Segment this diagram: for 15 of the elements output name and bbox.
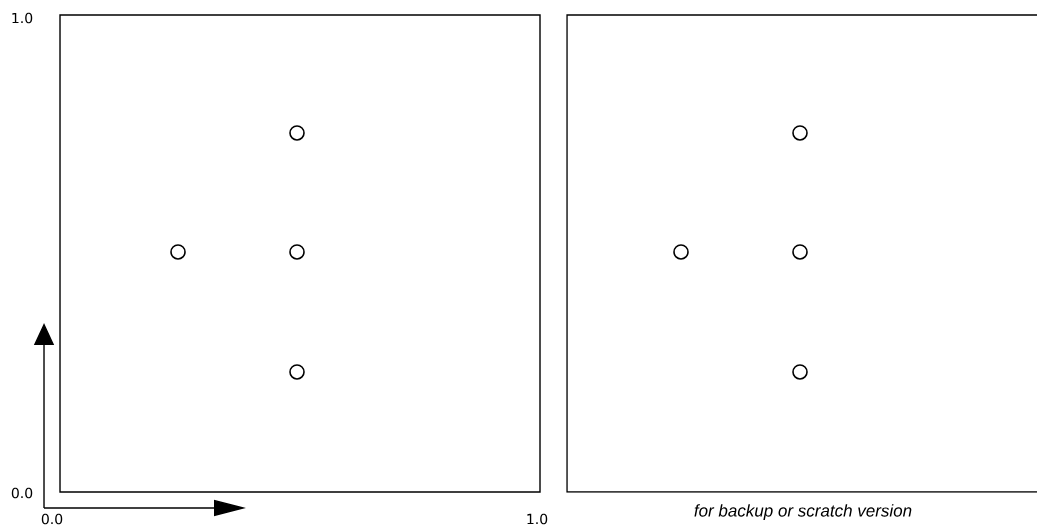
circle (289, 244, 305, 260)
axis-value: 0.0 (41, 513, 63, 525)
circle (792, 364, 808, 380)
circle (673, 244, 689, 260)
axis-value: 1.0 (527, 513, 548, 525)
axis-value: 1.0 (12, 12, 33, 24)
box-label: for backup or scratch version (694, 504, 912, 521)
axis-value: 0.0 (11, 487, 33, 499)
circle (289, 364, 305, 380)
circle (792, 244, 808, 260)
circle (792, 125, 808, 141)
square-frame (59, 14, 541, 493)
circle (289, 125, 305, 141)
circle (170, 244, 186, 260)
square-frame (566, 14, 1037, 493)
